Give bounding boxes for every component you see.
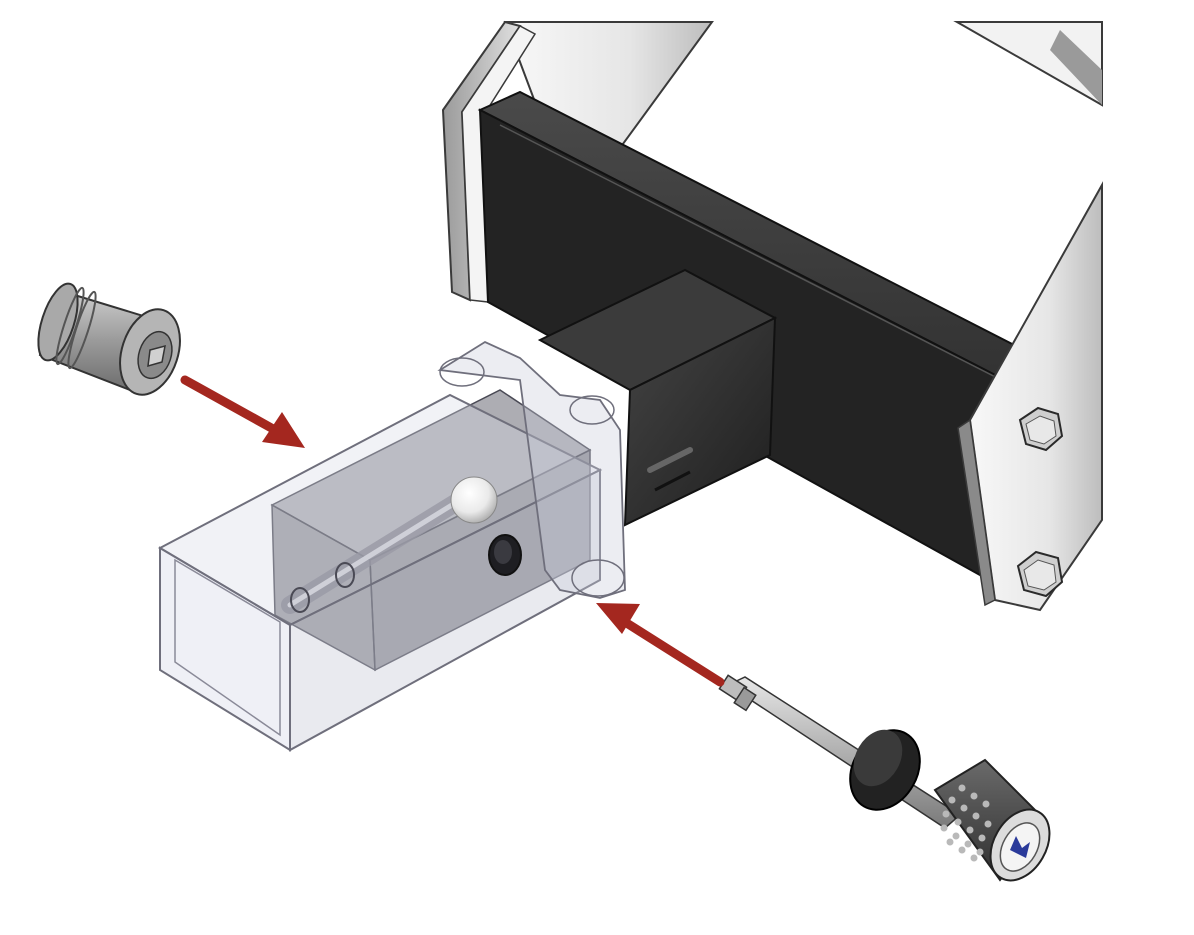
hitch-shank	[537, 268, 778, 527]
hex-bolt-upper	[1018, 406, 1064, 452]
hex-bolt-lower	[1016, 550, 1064, 598]
knob-grip-dots	[940, 784, 992, 862]
locking-pin	[718, 674, 1051, 882]
insert-lock-pin-arrow	[596, 603, 725, 687]
ball-detent	[450, 476, 498, 524]
transparent-receiver-sleeve	[157, 340, 626, 752]
mounting-plate-bracket	[441, 20, 1103, 303]
lock-logo-icon	[1010, 836, 1030, 858]
threaded-plug	[37, 282, 181, 396]
insert-plug-arrow	[180, 375, 305, 448]
right-side-plate	[957, 181, 1103, 612]
